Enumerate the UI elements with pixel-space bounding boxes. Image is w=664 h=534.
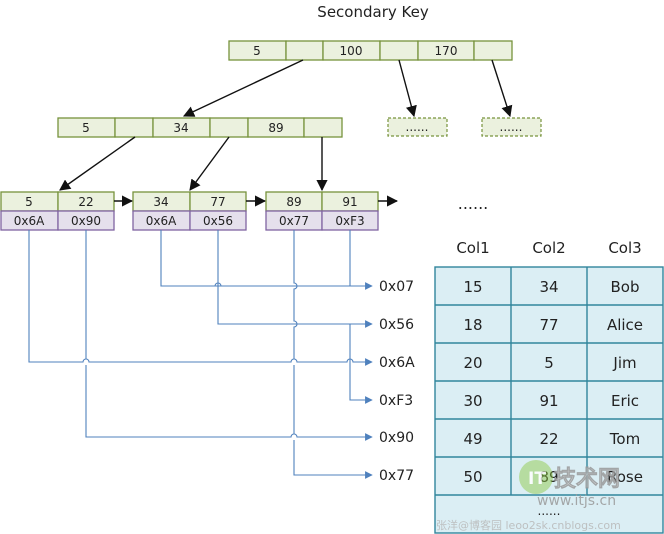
table-cell: 30	[463, 392, 482, 410]
table-cell: Tom	[609, 430, 640, 448]
leaf-key: 89	[286, 195, 301, 209]
leaf-node: 34 77 0x6A 0x56	[132, 191, 247, 231]
table-trailing-row: ......	[538, 504, 561, 518]
table-cell: 77	[539, 316, 558, 334]
leaf-pointer: 0x90	[71, 214, 101, 228]
address-label: 0x90	[379, 430, 414, 446]
leaf-key: 5	[25, 195, 33, 209]
watermark-logo-text: 技术网	[554, 467, 620, 492]
leaf-pointer: 0x56	[203, 214, 233, 228]
leaf-pointer: 0x6A	[14, 214, 45, 228]
placeholder-node: ......	[387, 117, 448, 137]
root-key: 100	[340, 44, 363, 58]
placeholder-node: ......	[481, 117, 542, 137]
table-header: Col1 Col2 Col3	[456, 239, 641, 257]
leaf-key: 77	[210, 195, 225, 209]
watermark-credit: 张洋@博客园 leoo2sk.cnblogs.com	[436, 518, 621, 532]
address-label: 0x77	[379, 468, 414, 484]
column-header: Col3	[608, 239, 641, 257]
leaf-pointer: 0x6A	[146, 214, 177, 228]
table-row: 49 22 Tom	[463, 430, 640, 448]
leaf-pointer: 0x77	[279, 214, 309, 228]
leaf-key: 91	[342, 195, 357, 209]
table-cell: 18	[463, 316, 482, 334]
table-cell: Eric	[611, 392, 639, 410]
address-label: 0xF3	[379, 393, 413, 409]
diagram-title: Secondary Key	[317, 3, 429, 21]
table-cell: 91	[539, 392, 558, 410]
table-cell: 50	[463, 468, 482, 486]
watermark-site: www.itjs.cn	[537, 493, 616, 509]
svg-text:......: ......	[500, 120, 523, 134]
table-cell: Rose	[607, 468, 643, 486]
root-key: 170	[435, 44, 458, 58]
level2-key: 34	[173, 121, 188, 135]
table-cell: 22	[539, 430, 558, 448]
table-cell: 20	[463, 354, 482, 372]
address-label: 0x56	[379, 317, 414, 333]
leaf-pointer: 0xF3	[335, 214, 364, 228]
table-cell: Bob	[611, 278, 640, 296]
pointer-lines	[28, 230, 372, 475]
address-label: 0x07	[379, 279, 414, 295]
table-row: 30 91 Eric	[463, 392, 639, 410]
tree-arrows	[59, 59, 513, 207]
table-cell: 34	[539, 278, 558, 296]
column-header: Col1	[456, 239, 489, 257]
svg-text:IT: IT	[528, 469, 546, 489]
leaf-key: 22	[78, 195, 93, 209]
address-label: 0x6A	[379, 355, 415, 371]
level2-key: 5	[82, 121, 90, 135]
leaf-node: 5 22 0x6A 0x90	[0, 191, 115, 231]
leaf-key: 34	[153, 195, 168, 209]
column-header: Col2	[532, 239, 565, 257]
table-row: 18 77 Alice	[463, 316, 643, 334]
table-cell: 89	[539, 468, 558, 486]
address-labels: 0x07 0x56 0x6A 0xF3 0x90 0x77	[379, 279, 415, 484]
level2-key: 89	[268, 121, 283, 135]
table-row: 50 89 Rose	[463, 468, 643, 486]
table-cell: 49	[463, 430, 482, 448]
watermark-logo-icon	[519, 460, 553, 494]
level2-node: 5 34 89	[57, 117, 343, 138]
root-node: 5 100 170	[228, 40, 513, 61]
leaf-node: 89 91 0x77 0xF3	[265, 191, 379, 231]
table-row: 15 34 Bob	[463, 278, 639, 296]
data-table: 15 34 Bob 18 77 Alice 20 5 Jim 30 91 Eri…	[434, 266, 664, 534]
table-cell: 5	[544, 354, 554, 372]
leaf-continuation: ......	[458, 194, 489, 213]
watermark: IT 技术网 www.itjs.cn 张洋@博客园 leoo2sk.cnblog…	[436, 460, 621, 532]
table-row: 20 5 Jim	[463, 354, 636, 372]
svg-text:......: ......	[406, 120, 429, 134]
table-cell: Alice	[607, 316, 643, 334]
table-cell: 15	[463, 278, 482, 296]
table-cell: Jim	[612, 354, 636, 372]
root-key: 5	[253, 44, 261, 58]
